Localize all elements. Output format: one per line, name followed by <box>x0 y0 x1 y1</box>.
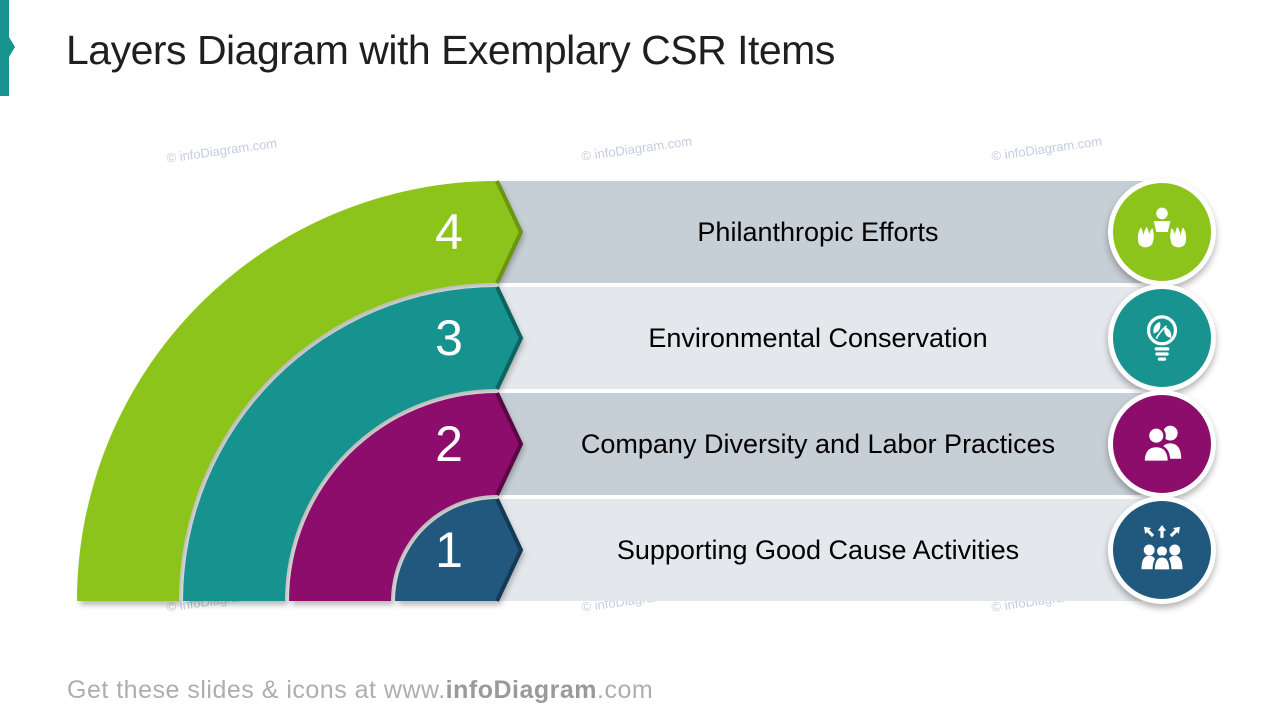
diversity-badge <box>1108 390 1216 498</box>
row-label: Supporting Good Cause Activities <box>616 534 1020 565</box>
environment-badge <box>1108 284 1216 392</box>
slide-accent-mark <box>0 0 15 96</box>
row-environmental-conservation: Environmental Conservation <box>500 287 1162 389</box>
footer-prefix: Get these slides & icons at www. <box>67 676 446 704</box>
footer-suffix: .com <box>597 676 654 704</box>
eco-lightbulb-icon <box>1146 315 1178 361</box>
accent-chevron-icon <box>9 37 15 57</box>
layer-arc-4 <box>77 181 521 601</box>
watermark: © infoDiagram.com <box>165 135 278 166</box>
layer-arc-2 <box>289 393 521 601</box>
good-cause-badge <box>1108 496 1216 604</box>
watermark: © infoDiagram.com <box>580 133 693 164</box>
team-growth-arrows-icon <box>1141 525 1183 572</box>
row-label: Philanthropic Efforts <box>697 216 939 247</box>
layer-number-1: 1 <box>435 522 463 578</box>
row-label: Environmental Conservation <box>648 322 988 353</box>
layer-number-2: 2 <box>435 416 463 472</box>
row-philanthropic-efforts: Philanthropic Efforts <box>500 181 1162 283</box>
footer-brand: infoDiagram <box>445 676 598 704</box>
watermark: © infoDiagram.com <box>165 584 278 615</box>
row-label: Company Diversity and Labor Practices <box>580 428 1056 459</box>
row-supporting-good-cause: Supporting Good Cause Activities <box>500 499 1162 601</box>
philanthropy-badge <box>1108 178 1216 286</box>
hands-holding-person-icon <box>1137 207 1187 248</box>
footer-credit: Get these slides & icons at www.infoDiag… <box>67 676 653 705</box>
watermark: © infoDiagram.com <box>990 133 1103 164</box>
layer-arc-3 <box>183 287 521 601</box>
row-company-diversity: Company Diversity and Labor Practices <box>500 393 1162 495</box>
slide-title: Layers Diagram with Exemplary CSR Items <box>66 27 835 73</box>
two-people-icon <box>1142 425 1182 464</box>
layer-number-3: 3 <box>435 310 463 366</box>
accent-bar <box>0 0 9 96</box>
layer-number-4: 4 <box>435 204 463 260</box>
